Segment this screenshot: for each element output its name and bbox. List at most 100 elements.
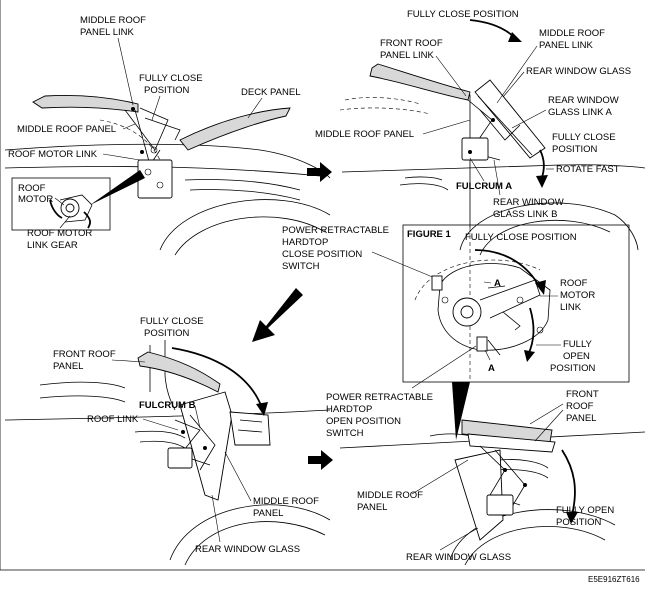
p2-rear-window-glass-link-b-label-l2: GLASS LINK B (493, 209, 557, 220)
p3-leader (194, 405, 201, 429)
figure-1-inset (402, 224, 630, 383)
p3-fulcrum-b-label: FULCRUM B (139, 400, 196, 411)
p2-leader (435, 55, 467, 97)
fig-a-marker-lower: A (488, 363, 495, 374)
figure-1-pointer (452, 382, 470, 440)
p4-middle-roof-panel-label-l1: MIDDLE ROOF (357, 490, 423, 501)
step-arrow-diagonal (252, 288, 303, 342)
p4-front-roof-panel-label-l1: FRONT (566, 389, 599, 400)
p3-fully-close-position-label-l2: POSITION (144, 328, 190, 339)
p2-fulcrum-a-label: FULCRUM A (456, 181, 512, 192)
fig-a-marker-upper: A (494, 278, 501, 289)
p1-roof-motor-label-l1: ROOF (18, 183, 46, 194)
panel-3-front-roof-stage (4, 340, 331, 566)
p3-leader (224, 451, 252, 502)
p1-deck-panel-label: DECK PANEL (241, 87, 300, 98)
p2-rear-window-glass-link-a-label-l1: REAR WINDOW (548, 95, 619, 106)
p2-middle-roof-panel-link-label-l2: PANEL LINK (539, 40, 594, 51)
fig-roof-motor-link-label-l2: MOTOR (560, 290, 595, 301)
fig-fully-close-position-label: FULLY CLOSE POSITION (465, 232, 577, 243)
p1-roof-motor-link-label: ROOF MOTOR LINK (8, 149, 98, 160)
p1-leader (151, 95, 161, 121)
p2-middle-roof-panel-link-label-l1: MIDDLE ROOF (539, 28, 605, 39)
p1-fully-close-position-label-l1: FULLY CLOSE (139, 73, 203, 84)
switch-open-label-l3: OPEN POSITION (326, 416, 401, 427)
panel-2-rear-window-stage (339, 19, 645, 256)
p2-rear-window-glass-label: REAR WINDOW GLASS (526, 66, 631, 77)
p4-front-roof-panel-label-l2: ROOF (566, 401, 594, 412)
p2-leader (502, 71, 525, 98)
fig-roof-motor-link-label-l1: ROOF (560, 278, 588, 289)
switch-open-label-l4: SWITCH (326, 428, 364, 439)
p1-leader (122, 123, 136, 130)
step-arrow-right-1 (307, 162, 332, 182)
fig-fully-open-position-label-l2: OPEN (563, 351, 590, 362)
p3-leader (111, 359, 146, 363)
p4-front-roof-panel-label-l3: PANEL (566, 413, 596, 424)
p4-fully-open-position-label-l2: POSITION (556, 517, 602, 528)
p4-leader (411, 459, 469, 495)
p2-front-roof-panel-link-label-l2: PANEL LINK (380, 50, 435, 61)
switch-close-leader (371, 251, 436, 279)
p1-leader (59, 215, 71, 229)
p1-fully-close-position-label-l2: POSITION (144, 85, 190, 96)
p3-rear-window-glass-label: REAR WINDOW GLASS (195, 544, 300, 555)
p3-leader (211, 494, 221, 543)
switch-close-label-l3: CLOSE POSITION (282, 249, 362, 260)
p2-leader (511, 109, 547, 129)
p3-leader (142, 418, 179, 431)
p1-leader (117, 37, 134, 106)
p2-leader (469, 157, 485, 182)
fig-fully-open-position-label-l1: FULLY (563, 339, 593, 350)
p2-leader (493, 159, 501, 196)
panel-1-roof-motor-stage (4, 94, 331, 256)
switch-open-leader (411, 345, 477, 389)
figure-1-mechanism (414, 228, 551, 380)
p1-leader (247, 97, 263, 119)
p4-fully-open-position-label-l1: FULLY OPEN (556, 505, 614, 516)
p3-fully-close-position-label-l1: FULLY CLOSE (140, 316, 204, 327)
switch-close-label-l2: HARDTOP (282, 237, 328, 248)
p2-rear-window-glass-link-b-label-l1: REAR WINDOW (493, 197, 564, 208)
p2-fully-close-position-top-label: FULLY CLOSE POSITION (407, 9, 519, 20)
fig-fully-open-position-label-l3: POSITION (550, 363, 596, 374)
p2-fully-close-position-label-l2: POSITION (552, 144, 598, 155)
p4-leader (439, 527, 479, 551)
p2-front-roof-panel-link-label-l1: FRONT ROOF (380, 38, 443, 49)
p3-front-roof-panel-label-l2: PANEL (53, 361, 83, 372)
fig-roof-motor-link-label-l3: LINK (560, 302, 582, 313)
drawing-code: E5E916ZT616 (588, 575, 640, 584)
p4-leader (529, 403, 564, 425)
p2-rear-window-glass-link-a-label-l2: GLASS LINK A (548, 107, 613, 118)
fig-leader (483, 281, 492, 284)
switch-close-label-l1: POWER RETRACTABLE (282, 225, 389, 236)
p3-middle-roof-panel-label-l2: PANEL (253, 508, 283, 519)
p2-middle-roof-panel-label: MIDDLE ROOF PANEL (315, 129, 414, 140)
fig-leader (484, 349, 491, 361)
p1-leader (102, 153, 141, 161)
switch-close-label-l4: SWITCH (282, 261, 320, 272)
p3-roof-link-label: ROOF LINK (87, 414, 139, 425)
p1-middle-roof-panel-link-label-l2: PANEL LINK (80, 27, 135, 38)
p4-middle-roof-panel-label-l2: PANEL (357, 502, 387, 513)
p2-leader (422, 119, 471, 135)
p1-middle-roof-panel-link-label-l1: MIDDLE ROOF (80, 15, 146, 26)
p4-leader (534, 409, 564, 442)
switch-open-label-l2: HARDTOP (326, 404, 372, 415)
panel-4-fully-open-stage (339, 419, 645, 566)
p1-leader (54, 197, 65, 206)
step-arrow-right-2 (308, 450, 333, 470)
p2-fully-close-position-label-l1: FULLY CLOSE (552, 132, 616, 143)
p1-middle-roof-panel-label: MIDDLE ROOF PANEL (17, 124, 116, 135)
p3-front-roof-panel-label-l1: FRONT ROOF (53, 349, 116, 360)
p1-roof-motor-link-gear-label-l1: ROOF MOTOR (27, 228, 92, 239)
switch-open-label-l1: POWER RETRACTABLE (326, 392, 433, 403)
p4-rear-window-glass-label: REAR WINDOW GLASS (406, 552, 511, 563)
p2-rotate-fast-label: ROTATE FAST (556, 164, 620, 175)
p1-roof-motor-link-gear-label-l2: LINK GEAR (27, 240, 78, 251)
figure-1-title: FIGURE 1 (407, 229, 452, 240)
p3-middle-roof-panel-label-l1: MIDDLE ROOF (253, 496, 319, 507)
p1-roof-motor-label-l2: MOTOR (18, 194, 53, 205)
p2-leader (496, 45, 538, 104)
